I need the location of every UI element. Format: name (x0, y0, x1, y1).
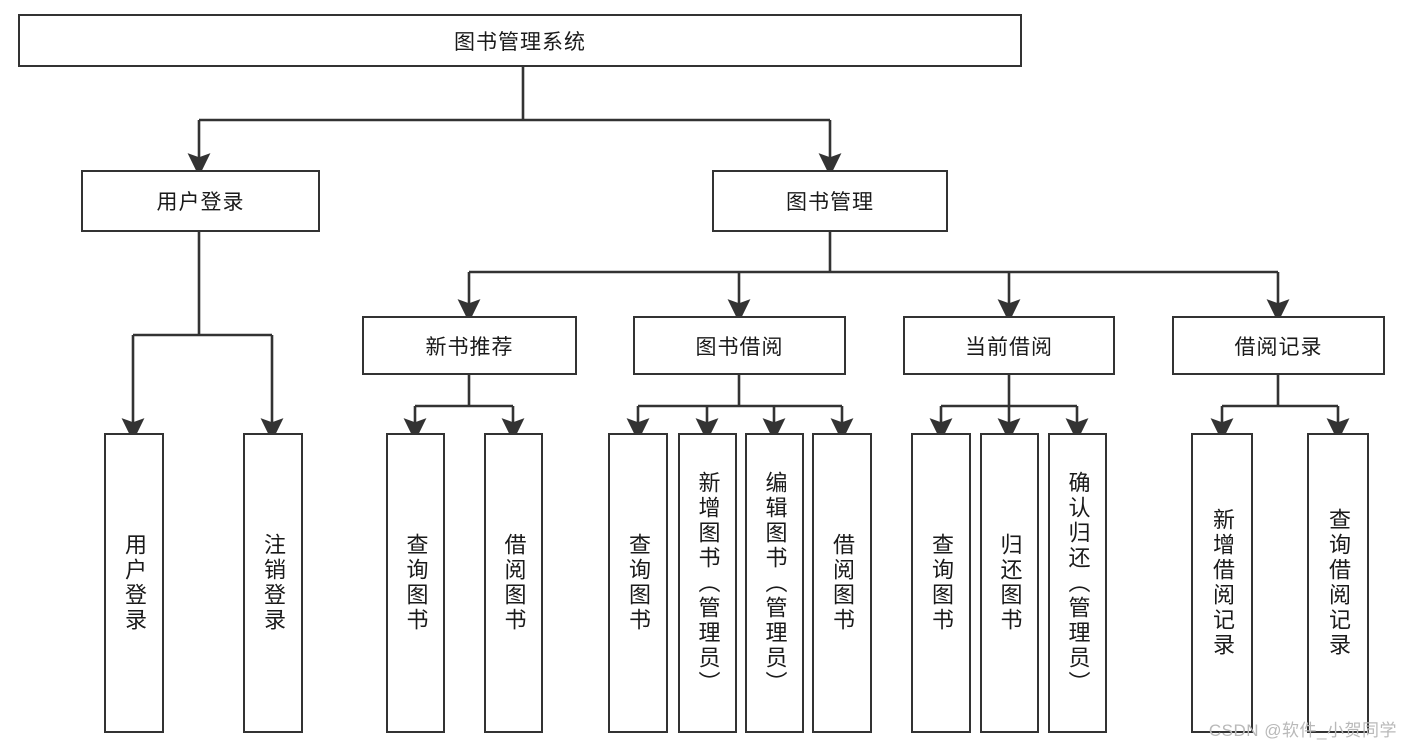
node-root[interactable]: 图书管理系统 (18, 14, 1022, 67)
leaf-borrow-record-2[interactable]: 查询借阅记录 (1307, 433, 1369, 733)
node-new-book-rec-label: 新书推荐 (425, 335, 514, 359)
leaf-current-borrow-2-label: 归还图书 (997, 533, 1023, 633)
leaf-book-borrow-4[interactable]: 借阅图书 (812, 433, 872, 733)
leaf-user-login-1-label: 用户登录 (122, 533, 147, 633)
leaf-book-borrow-3[interactable]: 编辑图书（管理员） (745, 433, 804, 733)
node-current-borrow-label: 当前借阅 (965, 335, 1053, 359)
leaf-new-book-rec-2-label: 借阅图书 (501, 533, 527, 633)
node-root-label: 图书管理系统 (454, 30, 586, 54)
leaf-current-borrow-1-label: 查询图书 (929, 533, 954, 633)
leaf-new-book-rec-2[interactable]: 借阅图书 (484, 433, 543, 733)
leaf-book-borrow-1[interactable]: 查询图书 (608, 433, 668, 733)
node-book-borrow[interactable]: 图书借阅 (633, 316, 846, 375)
leaf-current-borrow-3[interactable]: 确认归还（管理员） (1048, 433, 1107, 733)
leaf-current-borrow-2[interactable]: 归还图书 (980, 433, 1039, 733)
node-current-borrow[interactable]: 当前借阅 (903, 316, 1115, 375)
leaf-book-borrow-4-label: 借阅图书 (830, 533, 855, 633)
leaf-book-borrow-2-label: 新增图书（管理员） (695, 470, 721, 696)
node-book-manage[interactable]: 图书管理 (712, 170, 948, 232)
leaf-user-login-1[interactable]: 用户登录 (104, 433, 164, 733)
node-user-login[interactable]: 用户登录 (81, 170, 320, 232)
node-borrow-record-label: 借阅记录 (1234, 335, 1323, 359)
leaf-current-borrow-1[interactable]: 查询图书 (911, 433, 971, 733)
leaf-borrow-record-1-label: 新增借阅记录 (1210, 508, 1235, 658)
watermark-text: CSDN @软件_小贺同学 (1208, 721, 1397, 740)
leaf-book-borrow-2[interactable]: 新增图书（管理员） (678, 433, 737, 733)
leaf-borrow-record-1[interactable]: 新增借阅记录 (1191, 433, 1253, 733)
leaf-user-login-2-label: 注销登录 (261, 533, 286, 633)
leaf-book-borrow-3-label: 编辑图书（管理员） (762, 470, 788, 696)
leaf-user-login-2[interactable]: 注销登录 (243, 433, 303, 733)
node-book-manage-label: 图书管理 (786, 191, 874, 214)
node-book-borrow-label: 图书借阅 (695, 335, 784, 359)
leaf-book-borrow-1-label: 查询图书 (626, 533, 651, 633)
node-borrow-record[interactable]: 借阅记录 (1172, 316, 1385, 375)
leaf-borrow-record-2-label: 查询借阅记录 (1326, 508, 1351, 658)
node-user-login-label: 用户登录 (156, 191, 245, 214)
leaf-new-book-rec-1-label: 查询图书 (403, 533, 429, 633)
leaf-new-book-rec-1[interactable]: 查询图书 (386, 433, 445, 733)
node-new-book-rec[interactable]: 新书推荐 (362, 316, 577, 375)
leaf-current-borrow-3-label: 确认归还（管理员） (1065, 470, 1091, 696)
